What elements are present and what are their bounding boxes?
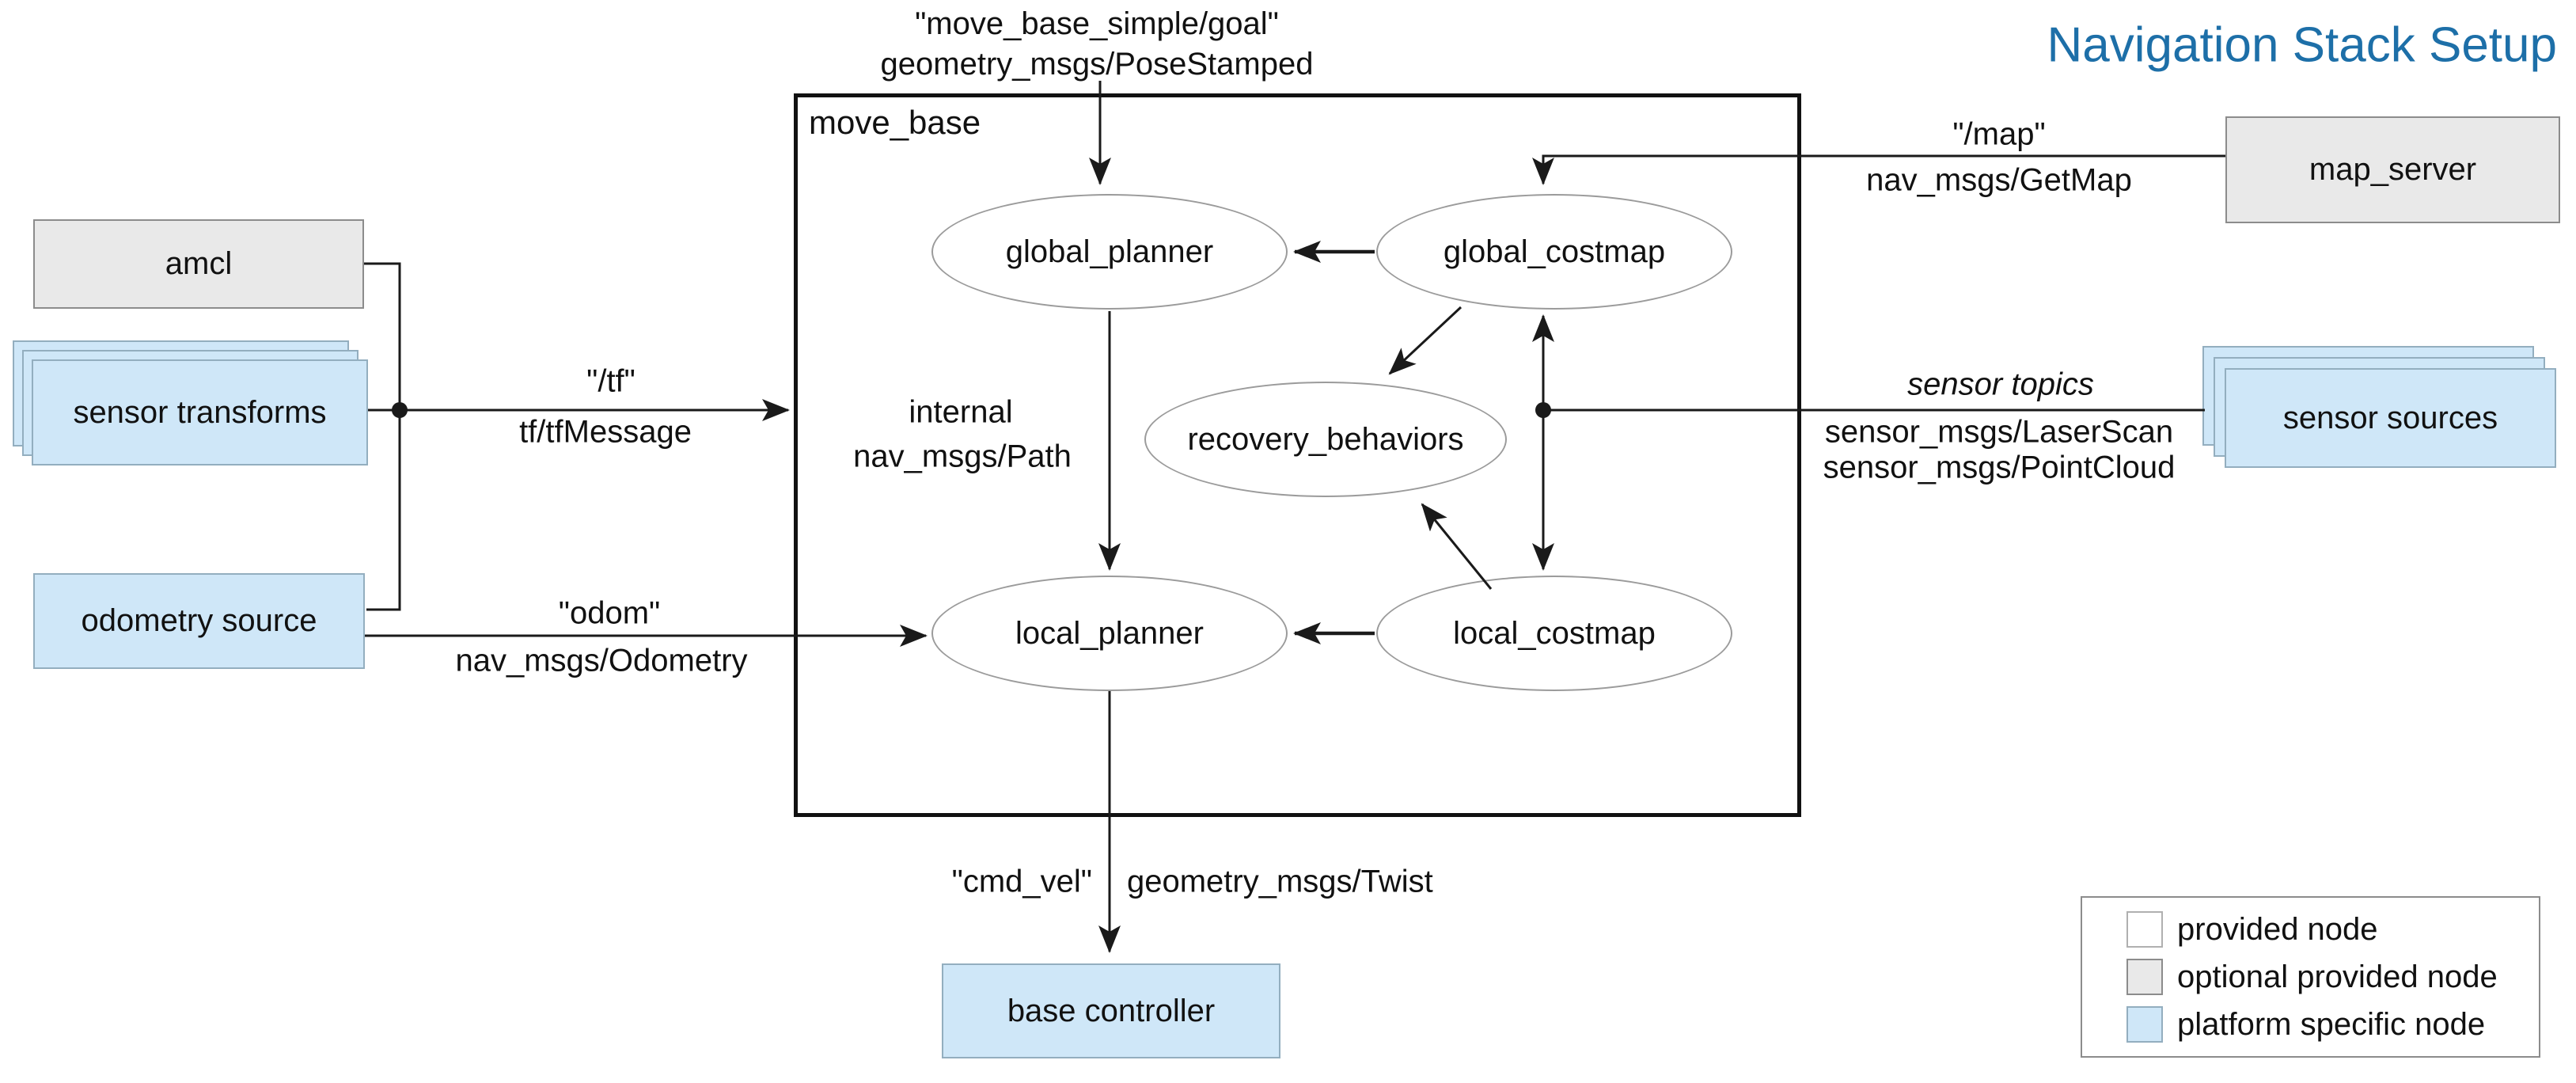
internal-type: nav_msgs/Path xyxy=(853,439,1072,474)
node-sensor-sources-stack: sensor sources xyxy=(2202,346,2556,468)
goal-type: geometry_msgs/PoseStamped xyxy=(880,47,1314,82)
sensor-transforms-label: sensor transforms xyxy=(73,394,327,430)
base-controller-label: base controller xyxy=(1007,993,1216,1028)
tf-type: tf/tfMessage xyxy=(519,414,692,450)
node-sensor-transforms: sensor transforms xyxy=(32,359,368,466)
optional-provided-node-label: optional provided node xyxy=(2177,959,2498,994)
provided-node-swatch xyxy=(2126,911,2163,948)
sensor-topics-label: sensor topics xyxy=(1907,367,2094,402)
goal-edge-label: "move_base_simple/goal" geometry_msgs/Po… xyxy=(881,4,1314,85)
node-recovery-behaviors: recovery_behaviors xyxy=(1144,382,1507,497)
recovery-behaviors-label: recovery_behaviors xyxy=(1187,421,1464,457)
local-costmap-label: local_costmap xyxy=(1453,615,1656,651)
sensor-type-pointcloud: sensor_msgs/PointCloud xyxy=(1823,450,2176,485)
node-map-server: map_server xyxy=(2225,116,2560,223)
legend-row-optional: optional provided node xyxy=(2126,959,2539,995)
legend-row-provided: provided node xyxy=(2126,911,2539,948)
legend: provided node optional provided node pla… xyxy=(2081,896,2540,1058)
cmd-vel-topic: "cmd_vel" xyxy=(951,864,1092,899)
map-type: nav_msgs/GetMap xyxy=(1866,162,2132,198)
node-global-costmap: global_costmap xyxy=(1376,194,1732,310)
sensor-type-laserscan: sensor_msgs/LaserScan xyxy=(1824,414,2174,450)
internal-topic: internal xyxy=(909,394,1013,430)
provided-node-label: provided node xyxy=(2177,911,2378,947)
node-odometry-source: odometry source xyxy=(33,573,365,669)
local-planner-label: local_planner xyxy=(1015,615,1204,651)
node-global-planner: global_planner xyxy=(931,194,1288,310)
tf-junction-dot xyxy=(392,402,408,418)
platform-specific-node-label: platform specific node xyxy=(2177,1006,2486,1042)
sensor-sources-label: sensor sources xyxy=(2282,400,2498,435)
edge-tf-bracket xyxy=(364,262,401,611)
amcl-label: amcl xyxy=(165,246,233,281)
node-base-controller: base controller xyxy=(942,963,1280,1058)
goal-topic: "move_base_simple/goal" xyxy=(915,6,1279,41)
odom-type: nav_msgs/Odometry xyxy=(455,643,748,678)
platform-specific-node-swatch xyxy=(2126,1006,2163,1043)
node-amcl: amcl xyxy=(33,219,364,309)
node-local-planner: local_planner xyxy=(931,576,1288,691)
node-sensor-transforms-stack: sensor transforms xyxy=(13,340,368,466)
map-server-label: map_server xyxy=(2309,152,2477,187)
page-title: Navigation Stack Setup xyxy=(2047,17,2558,73)
odom-topic: "odom" xyxy=(558,595,661,631)
cmd-vel-type: geometry_msgs/Twist xyxy=(1127,864,1433,899)
map-topic: "/map" xyxy=(1952,116,2046,152)
optional-provided-node-swatch xyxy=(2126,959,2163,995)
move-base-label: move_base xyxy=(809,104,981,141)
global-costmap-label: global_costmap xyxy=(1443,234,1666,269)
global-planner-label: global_planner xyxy=(1005,234,1214,269)
node-local-costmap: local_costmap xyxy=(1376,576,1732,691)
tf-topic: "/tf" xyxy=(586,363,635,399)
node-sensor-sources: sensor sources xyxy=(2225,368,2556,468)
legend-row-platform: platform specific node xyxy=(2126,1006,2539,1043)
odometry-source-label: odometry source xyxy=(81,603,317,638)
